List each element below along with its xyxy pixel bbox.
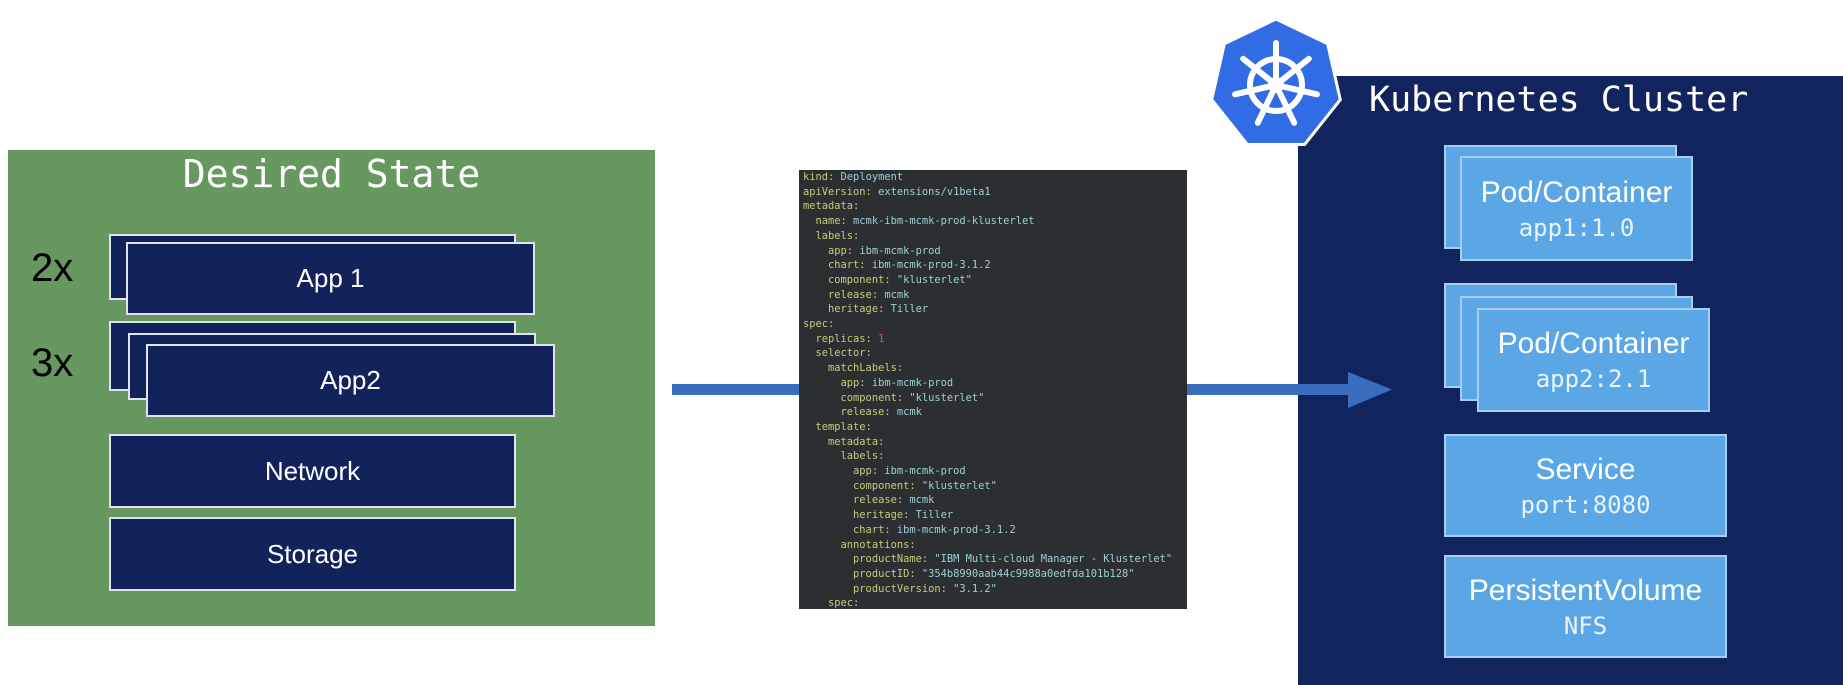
storage-label: Storage xyxy=(266,538,359,569)
yaml-line: selector: xyxy=(803,347,872,360)
yaml-line: kind: Deployment xyxy=(803,171,904,183)
yaml-line: app: ibm-mcmk-prod xyxy=(803,376,954,389)
yaml-line: spec: xyxy=(803,597,860,609)
pod2-image: app2:2.1 xyxy=(1535,365,1652,393)
app1-box: App 1 xyxy=(126,242,535,315)
app2-box: App2 xyxy=(146,344,555,417)
yaml-line: heritage: Tiller xyxy=(803,303,929,316)
yaml-line: spec: xyxy=(803,318,835,331)
yaml-line: component: "klusterlet" xyxy=(803,273,972,286)
yaml-line: release: mcmk xyxy=(803,406,922,419)
yaml-line: chart: ibm-mcmk-prod-3.1.2 xyxy=(803,259,991,272)
network-label: Network xyxy=(264,455,361,486)
yaml-line: productName: "IBM Multi-cloud Manager - … xyxy=(803,553,1173,566)
yaml-line: name: mcmk-ibm-mcmk-prod-klusterlet xyxy=(803,215,1035,228)
yaml-line: labels: xyxy=(803,229,860,242)
yaml-line: release: mcmk xyxy=(803,288,910,301)
yaml-line: metadata: xyxy=(803,435,885,448)
cluster-title: Kubernetes Cluster xyxy=(1369,80,1749,120)
yaml-line: productID: "354b8990aab44c9988a0edfda101… xyxy=(803,567,1135,580)
desired-state-title: Desired State xyxy=(182,152,481,196)
volume-type: NFS xyxy=(1563,611,1608,640)
pod1-box: Pod/Container app1:1.0 xyxy=(1460,156,1693,261)
yaml-line: app: ibm-mcmk-prod xyxy=(803,244,941,257)
network-box: Network xyxy=(109,434,516,508)
yaml-line: template: xyxy=(803,420,872,433)
deployment-yaml: kind: Deployment apiVersion: extensions/v… xyxy=(799,170,1187,609)
pod1-title: Pod/Container xyxy=(1480,175,1673,209)
yaml-line: annotations: xyxy=(803,538,916,551)
yaml-line: matchLabels: xyxy=(803,362,904,375)
yaml-line: productVersion: "3.1.2" xyxy=(803,582,997,595)
service-title: Service xyxy=(1535,452,1636,486)
pod2-box: Pod/Container app2:2.1 xyxy=(1477,308,1710,412)
volume-box: PersistentVolume NFS xyxy=(1444,555,1727,658)
yaml-line: apiVersion: extensions/v1beta1 xyxy=(803,185,991,198)
app1-multiplier: 2x xyxy=(31,246,74,290)
yaml-line: release: mcmk xyxy=(803,494,935,507)
storage-box: Storage xyxy=(109,517,516,591)
pod2-title: Pod/Container xyxy=(1497,327,1690,360)
volume-title: PersistentVolume xyxy=(1468,573,1703,607)
yaml-line: chart: ibm-mcmk-prod-3.1.2 xyxy=(803,523,1016,536)
app1-label: App 1 xyxy=(296,263,365,293)
kubernetes-logo-icon xyxy=(1210,17,1342,146)
service-port: port:8080 xyxy=(1520,490,1651,519)
app2-multiplier: 3x xyxy=(31,341,74,385)
yaml-line: component: "klusterlet" xyxy=(803,479,997,492)
pod1-image: app1:1.0 xyxy=(1518,213,1635,242)
yaml-line: labels: xyxy=(803,450,885,463)
service-box: Service port:8080 xyxy=(1444,434,1727,537)
yaml-line: heritage: Tiller xyxy=(803,509,954,522)
yaml-line: app: ibm-mcmk-prod xyxy=(803,465,966,478)
yaml-line: replicas: 1 xyxy=(803,332,885,345)
yaml-line: metadata: xyxy=(803,200,860,213)
app2-label: App2 xyxy=(320,365,381,395)
yaml-line: component: "klusterlet" xyxy=(803,391,985,404)
